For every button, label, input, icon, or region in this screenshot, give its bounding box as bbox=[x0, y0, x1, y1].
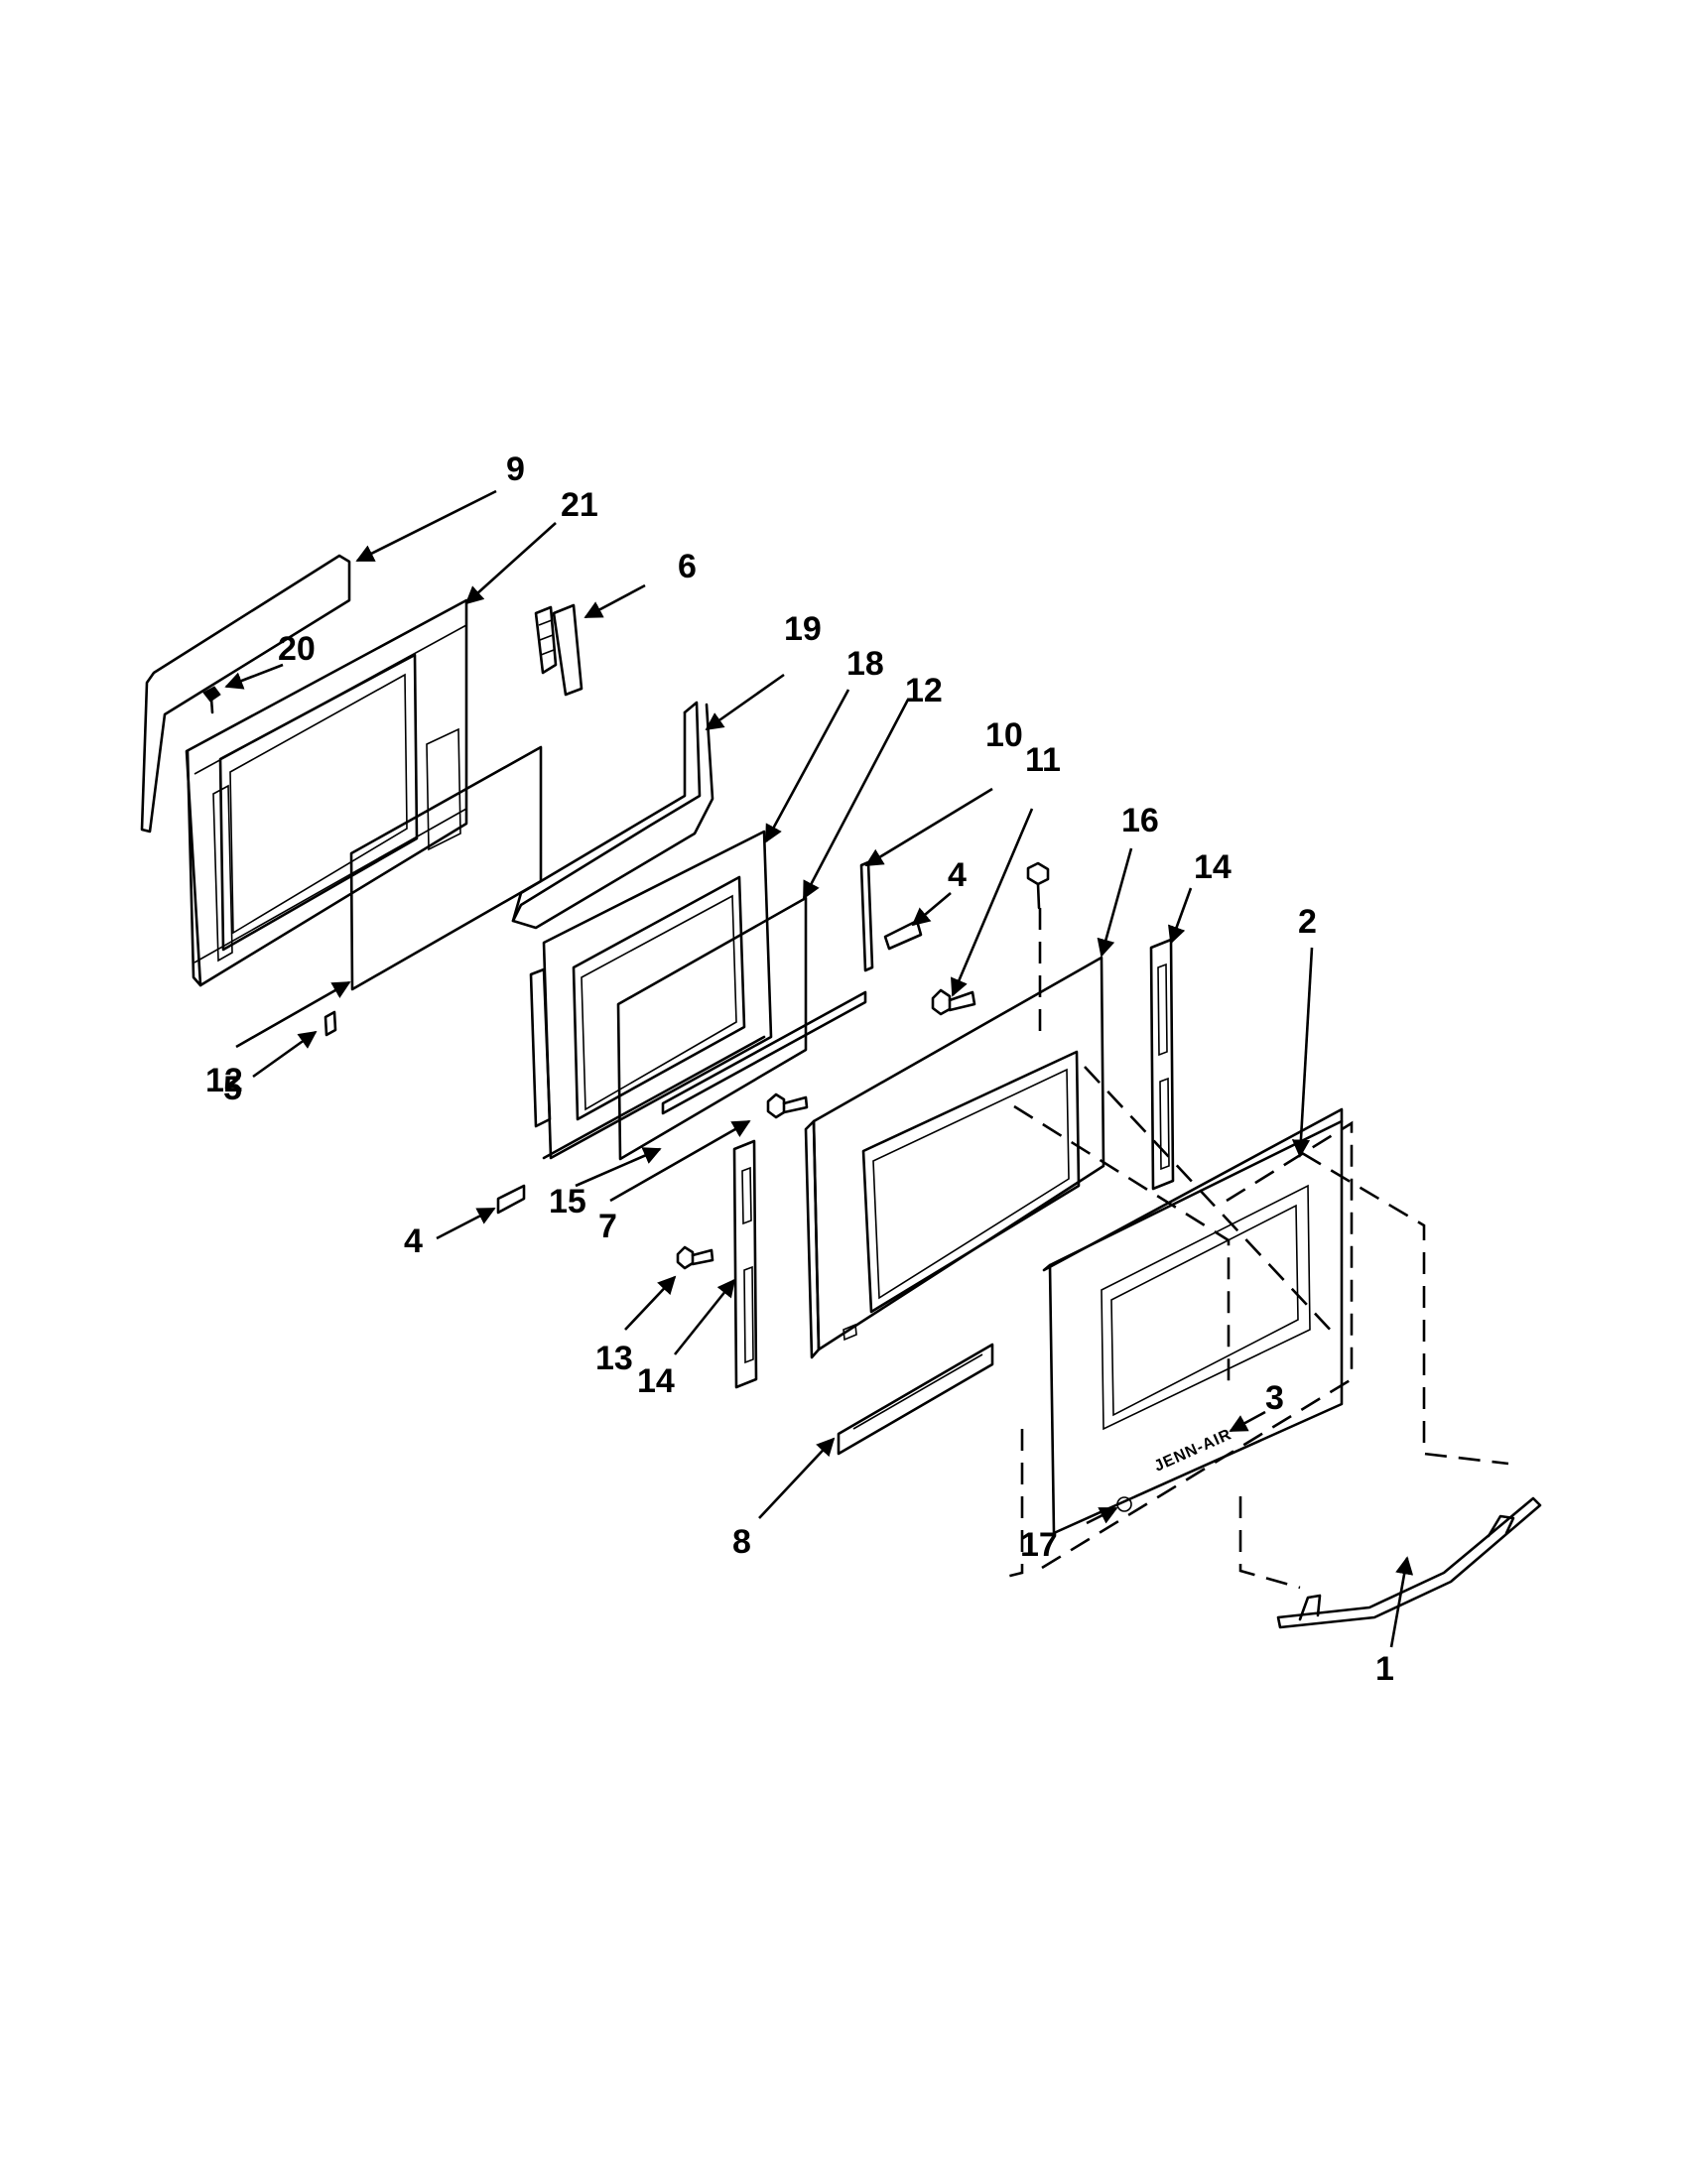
callout-6: 6 bbox=[678, 548, 697, 585]
callout-8: 8 bbox=[732, 1523, 751, 1561]
callout-labels: 9 21 6 20 19 18 12 10 11 16 14 4 2 12 5 … bbox=[205, 450, 1394, 1688]
vertical-strip bbox=[859, 860, 874, 972]
door-handle bbox=[1276, 1496, 1542, 1629]
right-side-bracket bbox=[1149, 938, 1175, 1191]
inner-panel-frame bbox=[529, 830, 773, 1160]
callout-5: 5 bbox=[223, 1070, 242, 1107]
small-clip bbox=[324, 1010, 337, 1037]
bottom-vent bbox=[837, 1343, 994, 1456]
badge-17 bbox=[1116, 1496, 1132, 1512]
callout-1: 1 bbox=[1375, 1650, 1394, 1688]
callout-15: 15 bbox=[549, 1183, 586, 1220]
callout-4-right: 4 bbox=[948, 856, 967, 894]
screw-7 bbox=[766, 1092, 809, 1119]
frame-screw bbox=[202, 686, 221, 714]
callout-14-left: 14 bbox=[637, 1362, 675, 1400]
bottom-trim-strip bbox=[661, 990, 867, 1115]
callout-7: 7 bbox=[598, 1208, 617, 1245]
callout-17: 17 bbox=[1020, 1526, 1058, 1564]
hinge-bracket bbox=[534, 603, 584, 697]
callout-11: 11 bbox=[1025, 741, 1061, 779]
outer-door-panel bbox=[804, 956, 1105, 1359]
callout-20: 20 bbox=[278, 630, 316, 668]
callout-4-left: 4 bbox=[404, 1222, 423, 1260]
jennair-logo: JENN-AIR bbox=[1152, 1426, 1234, 1476]
middle-glass-pane bbox=[616, 896, 808, 1161]
screw-13 bbox=[676, 1245, 714, 1270]
door-insulation bbox=[511, 701, 714, 930]
left-clip bbox=[496, 1184, 526, 1215]
callout-2: 2 bbox=[1298, 903, 1317, 941]
callout-10: 10 bbox=[985, 716, 1023, 754]
front-glass-panel: JENN-AIR bbox=[1042, 1107, 1344, 1535]
callout-12-right: 12 bbox=[905, 672, 943, 709]
right-clip bbox=[883, 919, 923, 951]
callout-18: 18 bbox=[846, 645, 884, 683]
callout-21: 21 bbox=[561, 486, 598, 524]
top-screw bbox=[1026, 861, 1050, 910]
callout-13: 13 bbox=[595, 1340, 633, 1377]
leader-arrows bbox=[224, 489, 1414, 1648]
inner-glass-pane bbox=[349, 745, 543, 991]
left-side-bracket bbox=[732, 1139, 758, 1389]
callout-3: 3 bbox=[1265, 1379, 1284, 1417]
callout-16: 16 bbox=[1121, 802, 1159, 839]
callout-19: 19 bbox=[784, 610, 822, 648]
callout-14-right: 14 bbox=[1194, 848, 1232, 886]
callout-9: 9 bbox=[506, 450, 525, 488]
inner-door-frame bbox=[185, 598, 468, 987]
door-gasket bbox=[140, 554, 351, 834]
callout-12-left: 12 bbox=[205, 1062, 243, 1099]
assembly-guide-lines bbox=[1001, 908, 1509, 1590]
